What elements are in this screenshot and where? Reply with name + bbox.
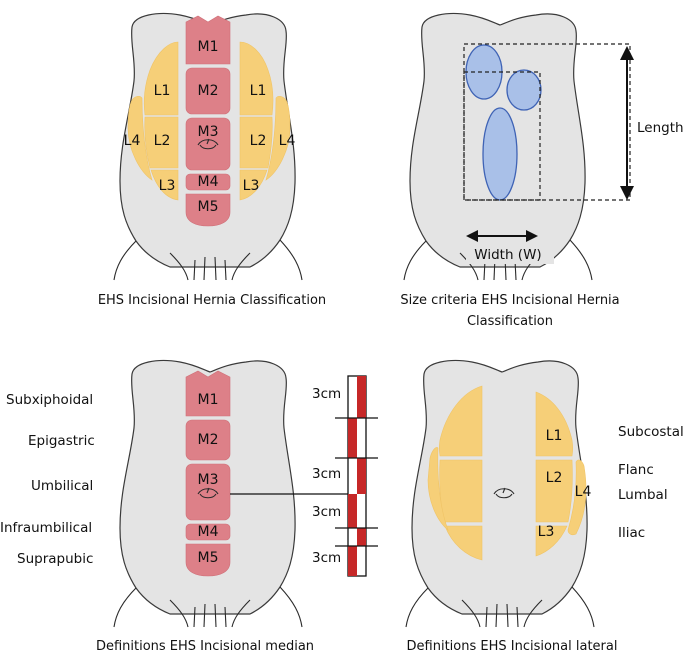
zone-l3-right-b <box>535 525 568 557</box>
label-l1-right: L1 <box>250 83 267 99</box>
label-flanc: Flanc <box>618 462 654 478</box>
zone-l3-left <box>150 169 179 201</box>
zone-l1-left-b <box>438 385 483 457</box>
panel-lateral-definitions: L1 L2 L3 L4 Subcostal Flanc Lumbal Iliac… <box>405 359 684 654</box>
zone-m5 <box>185 193 231 227</box>
panel-size-criteria: Length Width (W) Size criteria EHS Incis… <box>400 12 684 329</box>
scale-label-2: 3cm <box>312 466 341 482</box>
label-m3-b: M3 <box>198 472 219 488</box>
zone-l2-right-b <box>535 459 573 523</box>
zone-m3-b <box>185 463 231 521</box>
zone-m5-b <box>185 543 231 577</box>
panel-median-definitions: M1 M2 M3 M4 M5 Subxiphoidal Epigastric U… <box>0 359 378 654</box>
label-epigastric: Epigastric <box>28 433 95 449</box>
hernia-oval-3 <box>482 107 518 201</box>
label-l3-b: L3 <box>538 524 555 540</box>
label-l2-b: L2 <box>546 470 563 486</box>
label-lumbal: Lumbal <box>618 487 668 503</box>
label-m2: M2 <box>198 83 219 99</box>
label-l1-b: L1 <box>546 428 563 444</box>
zone-m2 <box>185 67 231 115</box>
label-suprapubic: Suprapubic <box>17 551 93 567</box>
label-m5-b: M5 <box>198 550 219 566</box>
zone-l3-left-b <box>444 525 483 561</box>
zone-l2-left <box>144 116 179 169</box>
label-l4-b: L4 <box>575 484 592 500</box>
navel-icon-c <box>493 487 515 499</box>
label-umbilical: Umbilical <box>31 478 93 494</box>
length-arrow-head-down <box>620 186 634 200</box>
scale-label-3: 3cm <box>312 504 341 520</box>
label-subxiphoidal: Subxiphoidal <box>6 392 93 408</box>
length-arrow-head-up <box>620 46 634 60</box>
label-infraumbilical: Infraumbilical <box>0 520 92 536</box>
navel-icon <box>197 138 219 150</box>
zone-l3-right <box>239 169 268 201</box>
zone-l2-right <box>239 116 273 169</box>
zone-l4-left <box>127 95 153 181</box>
scale-label-1: 3cm <box>312 386 341 402</box>
width-label: Width (W) <box>474 247 541 263</box>
zone-l2-left-b <box>439 459 483 523</box>
navel-icon-b <box>197 487 219 499</box>
zone-l1-right-b <box>535 391 574 457</box>
zone-l1-left <box>143 41 179 116</box>
label-l3-right: L3 <box>243 178 260 194</box>
label-m2-b: M2 <box>198 432 219 448</box>
zone-l4-right <box>265 95 291 181</box>
width-arrow-head-right <box>526 230 538 242</box>
width-label-bg <box>466 244 554 264</box>
label-l2-left: L2 <box>154 133 171 149</box>
hernia-oval-2 <box>506 69 542 111</box>
bounding-box-inner <box>463 71 541 201</box>
label-m1: M1 <box>198 39 219 55</box>
length-label: Length <box>637 120 684 136</box>
ruler-red-2 <box>348 418 357 458</box>
panel-ehs-classification: M1 M2 M3 M4 M5 L1 L2 L3 L4 L1 L2 L3 L4 E… <box>98 12 326 308</box>
zone-m1-b <box>185 370 231 417</box>
caption-bottom-right: Definitions EHS Incisional lateral <box>407 639 618 654</box>
label-m4-b: M4 <box>198 524 219 540</box>
label-m1-b: M1 <box>198 392 219 408</box>
caption-top-right-line1: Size criteria EHS Incisional Hernia <box>400 293 619 308</box>
label-m3: M3 <box>198 124 219 140</box>
label-subcostal: Subcostal <box>618 424 684 440</box>
ruler-red-5 <box>357 528 366 546</box>
zone-m4 <box>185 173 231 191</box>
zone-m2-b <box>185 419 231 461</box>
ruler-red-6 <box>348 546 357 576</box>
zone-l4-left-b <box>427 447 449 531</box>
width-arrow-head-left <box>466 230 478 242</box>
ruler-red-3 <box>357 458 366 494</box>
zone-m3 <box>185 117 231 171</box>
label-l1-left: L1 <box>154 83 171 99</box>
label-m5: M5 <box>198 199 219 215</box>
caption-top-right-line2: Classification <box>467 314 553 329</box>
scale-label-4: 3cm <box>312 550 341 566</box>
label-iliac: Iliac <box>618 525 645 541</box>
label-m4: M4 <box>198 174 219 190</box>
zone-m1 <box>185 15 231 65</box>
zone-l4-right-b <box>567 459 587 536</box>
caption-top-left: EHS Incisional Hernia Classification <box>98 293 326 308</box>
zone-m4-b <box>185 523 231 541</box>
label-l4-right: L4 <box>279 133 296 149</box>
zone-l1-right <box>239 41 274 116</box>
ruler-red-1 <box>357 376 366 418</box>
ruler-red-4 <box>348 494 357 528</box>
label-l4-left: L4 <box>124 133 141 149</box>
caption-bottom-left: Definitions EHS Incisional median <box>96 639 314 654</box>
label-l3-left: L3 <box>159 178 176 194</box>
label-l2-right: L2 <box>250 133 267 149</box>
